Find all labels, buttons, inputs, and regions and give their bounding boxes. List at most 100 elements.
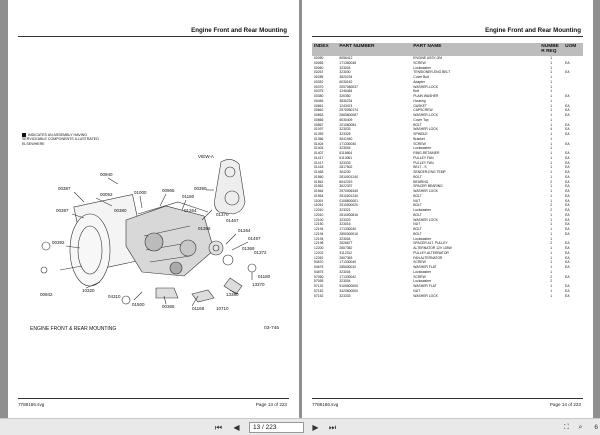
cell-index: 00352 <box>314 79 324 84</box>
cell-number-required: 2 <box>550 274 553 279</box>
cell-part-name: Cover Top <box>413 117 429 122</box>
cell-part-name: PLAIN WASHER <box>413 94 439 98</box>
cell-part-number: 323333 <box>339 293 351 298</box>
previous-page-icon[interactable]: ◀ <box>233 423 240 432</box>
cell-part-number: 5105600000 <box>339 284 358 288</box>
cell-number-required: 1 <box>550 94 553 98</box>
next-page-icon[interactable]: ▶ <box>312 423 319 432</box>
cell-number-required: 1 <box>550 113 553 117</box>
col-part-number: PART NUMBER <box>337 43 412 56</box>
cell-part-name: Lockwasher <box>413 208 432 212</box>
cell-part-number: 2665600087 <box>339 113 358 117</box>
cell-part-number: 2607362 <box>339 246 353 250</box>
cell-index: 54675 <box>314 265 324 269</box>
cell-number-required: 1 <box>550 236 553 241</box>
cell-uom: EA <box>565 241 570 246</box>
cell-part-name: Bolt <box>413 89 420 94</box>
table-row: 00352 6030162 Adapter 1 <box>312 80 583 85</box>
cell-part-name: Housing <box>413 98 426 103</box>
cell-index: 01404 <box>314 146 324 151</box>
cell-number-required: 1 <box>550 222 553 227</box>
cell-part-name: BOLT <box>413 174 422 179</box>
cell-number-required: 1 <box>550 132 553 136</box>
cell-part-name: SCREW <box>413 274 426 279</box>
cell-part-number: 6030162 <box>339 79 353 84</box>
cell-index: 00050 <box>314 56 324 60</box>
cell-part-number: 304230 <box>339 170 351 174</box>
fullscreen-icon[interactable]: ⛶ <box>564 424 569 431</box>
legend-note: INDICATES AN ASSEMBLY HAVING SERVICEABLE… <box>22 133 100 146</box>
cell-part-name: PULLEY-ALTERNATOR <box>413 250 449 255</box>
cell-part-name: PULLEY FAN <box>413 160 434 165</box>
cell-part-name: SCREW <box>413 260 426 265</box>
cell-part-number: 171330040 <box>339 141 357 146</box>
page-number-input[interactable]: 13 / 223 <box>249 422 304 433</box>
engine-mounting-diagram: VIEW-A 00390 00940 00380 00387 00397 003… <box>40 154 271 311</box>
cell-number-required: 1 <box>550 160 553 165</box>
cell-part-name: BEARING <box>413 179 429 184</box>
cell-index: 01564 <box>314 189 324 193</box>
cell-part-number: 3022337 <box>339 184 353 189</box>
cell-part-name: BOLT <box>413 193 422 198</box>
cell-uom: EA <box>565 203 570 208</box>
cell-number-required: 1 <box>550 65 553 70</box>
cell-number-required: 1 <box>550 75 553 79</box>
cell-number-required: 1 <box>550 79 553 84</box>
cell-number-required: 1 <box>550 170 553 174</box>
cell-part-number: 323004 <box>339 279 351 284</box>
cell-part-name: FAN ALTERNATOR <box>413 255 443 260</box>
cell-part-number: 171330040 <box>339 227 357 231</box>
cell-number-required: 2 <box>550 241 553 246</box>
cell-part-number: 2510000020 <box>339 203 358 208</box>
cell-index: 00863 <box>314 113 324 117</box>
cell-number-required: 1 <box>550 108 553 113</box>
cell-index: 54670 <box>314 260 324 265</box>
cell-part-number: 3112312 <box>339 250 353 255</box>
cell-index: 01562 <box>314 184 324 189</box>
cell-uom: EA <box>565 132 570 136</box>
svg-text:00392: 00392 <box>52 240 65 245</box>
cell-part-number: 3820234 <box>339 75 353 79</box>
cell-part-name: WASHER FLAT <box>413 284 437 288</box>
cell-index: 00465 <box>314 98 324 103</box>
cell-uom: EA <box>565 184 570 189</box>
cell-uom: EA <box>565 70 570 75</box>
document-viewport[interactable]: Engine Front and Rear Mounting INDICATES… <box>0 0 600 418</box>
cell-part-number: 3041940 <box>339 136 353 141</box>
last-page-icon[interactable]: ⏭ <box>328 423 337 432</box>
cell-index: 57132 <box>314 284 324 288</box>
cell-number-required: 1 <box>550 103 553 108</box>
svg-text:00942: 00942 <box>40 292 53 297</box>
cell-part-name: Lockwasher <box>413 236 432 241</box>
cell-index: 00375 <box>314 89 324 94</box>
cell-part-number: 285000010 <box>339 265 357 269</box>
cell-number-required: 1 <box>550 155 553 160</box>
cell-number-required: 1 <box>550 255 553 260</box>
cell-number-required: 1 <box>550 122 553 127</box>
cell-part-name: WASHER LOCK <box>413 189 438 193</box>
cell-index: 12198 <box>314 241 324 246</box>
cell-part-name: RING-RETAINER <box>413 151 440 155</box>
cell-index: 00861 <box>314 103 324 108</box>
cell-index: 12194 <box>314 236 324 241</box>
col-uom: UOM <box>563 43 583 56</box>
cell-index: 12202 <box>314 250 324 255</box>
cell-number-required: 1 <box>550 293 553 298</box>
zoom-icon[interactable]: ⌕ <box>578 424 583 431</box>
cell-part-name: BOLT <box>413 203 422 208</box>
cell-uom: EA <box>565 260 570 265</box>
col-number-required: NUMBE R REQ <box>539 43 564 56</box>
cell-part-name: Adapter <box>413 79 426 84</box>
first-page-icon[interactable]: ⏮ <box>214 423 223 432</box>
